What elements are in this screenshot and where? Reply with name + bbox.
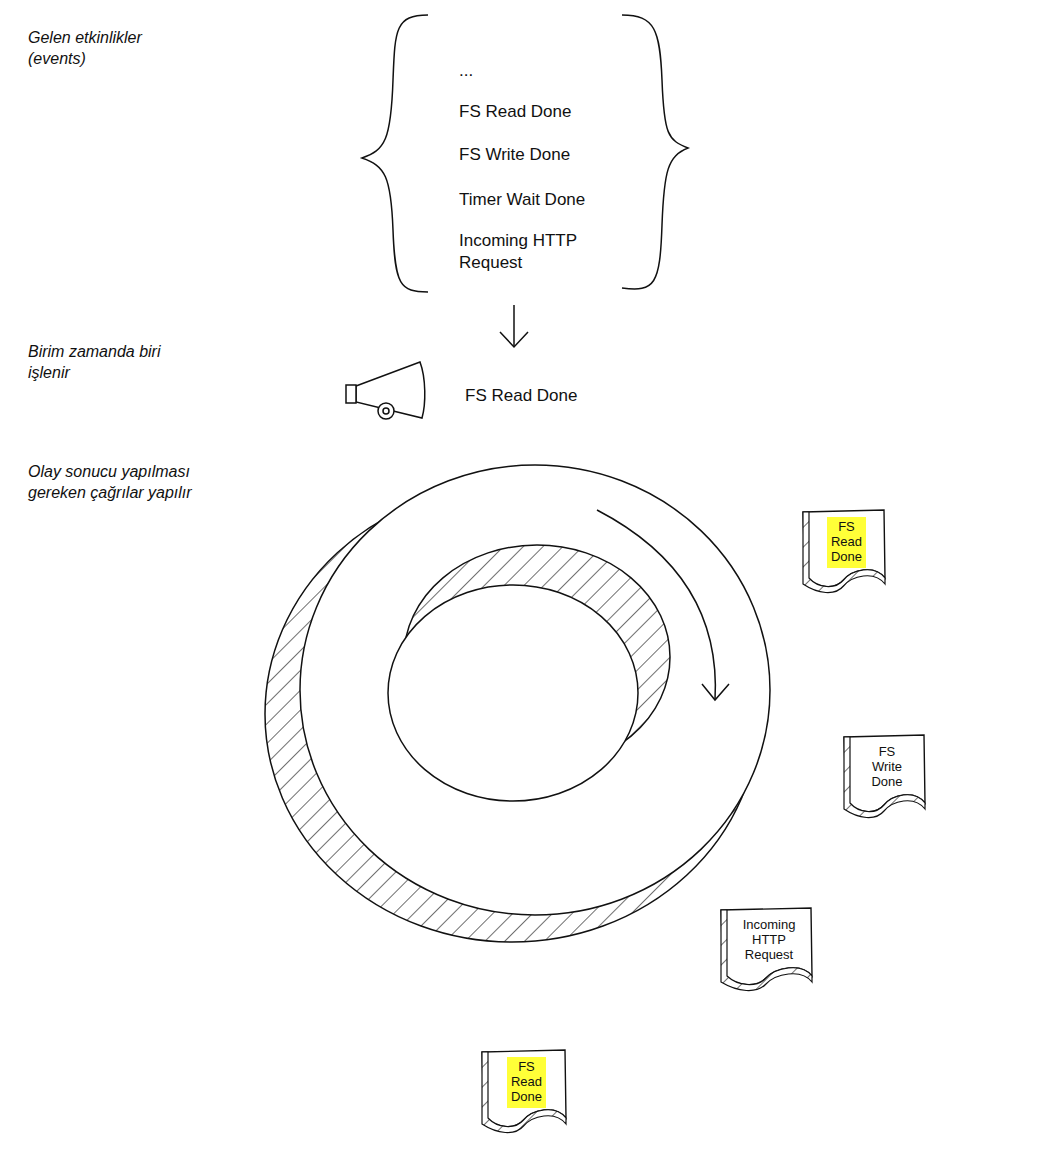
event-item: FS Read Done [459,101,619,123]
current-event: FS Read Done [465,385,635,407]
event-item: ... [459,60,619,82]
event-card: FS Write Done [842,734,926,815]
event-card: FS Read Done [801,509,886,590]
down-arrow [500,305,528,347]
card-text: FS Read Done [827,517,866,568]
event-item: Timer Wait Done [459,189,619,211]
event-item: FS Write Done [459,144,619,166]
megaphone-icon [346,362,425,419]
curly-brackets [362,15,688,292]
section-label: Birim zamanda biri işlenir [28,342,193,384]
card-text: FS Read Done [507,1057,546,1108]
event-card: FS Read Done [480,1049,567,1130]
event-card: Incoming HTTP Request [719,907,813,988]
event-item: Incoming HTTP Request [459,230,619,274]
section-label: Gelen etkinlikler (events) [28,28,178,70]
section-label: Olay sonucu yapılması gereken çağrılar y… [28,462,233,504]
card-text: Incoming HTTP Request [739,915,800,966]
card-text: FS Write Done [867,742,906,793]
loop-ring [265,465,770,942]
loop-direction-arrow [597,510,729,700]
